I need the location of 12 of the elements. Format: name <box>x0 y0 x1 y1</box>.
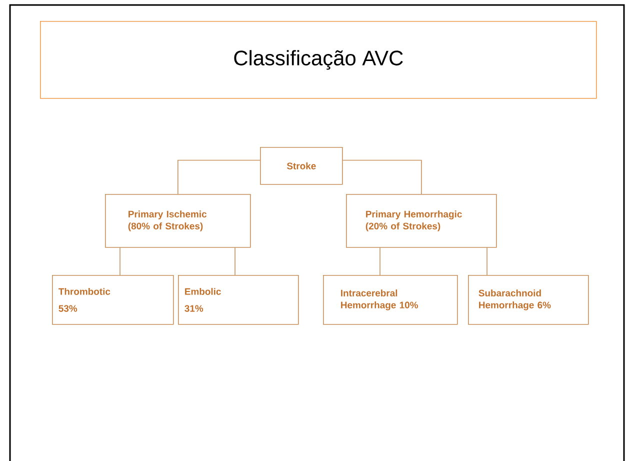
category-box: Intracerebral Hemorrhage 10% <box>323 275 458 325</box>
category-box: Primary Hemorrhagic (20% of Strokes) <box>346 194 497 248</box>
connector-line <box>234 247 236 276</box>
connector-line <box>342 160 422 194</box>
root-box: Stroke <box>260 147 343 185</box>
category-box: Embolic 31% <box>178 275 299 325</box>
category-box: Subarachnoid Hemorrhage 6% <box>468 275 589 325</box>
connector-line <box>486 247 488 276</box>
category-box: Primary Ischemic (80% of Strokes) <box>105 194 251 248</box>
category-box: Thrombotic 53% <box>52 275 174 325</box>
connector-line <box>178 160 260 194</box>
title-box: Classificação AVC <box>40 21 597 99</box>
